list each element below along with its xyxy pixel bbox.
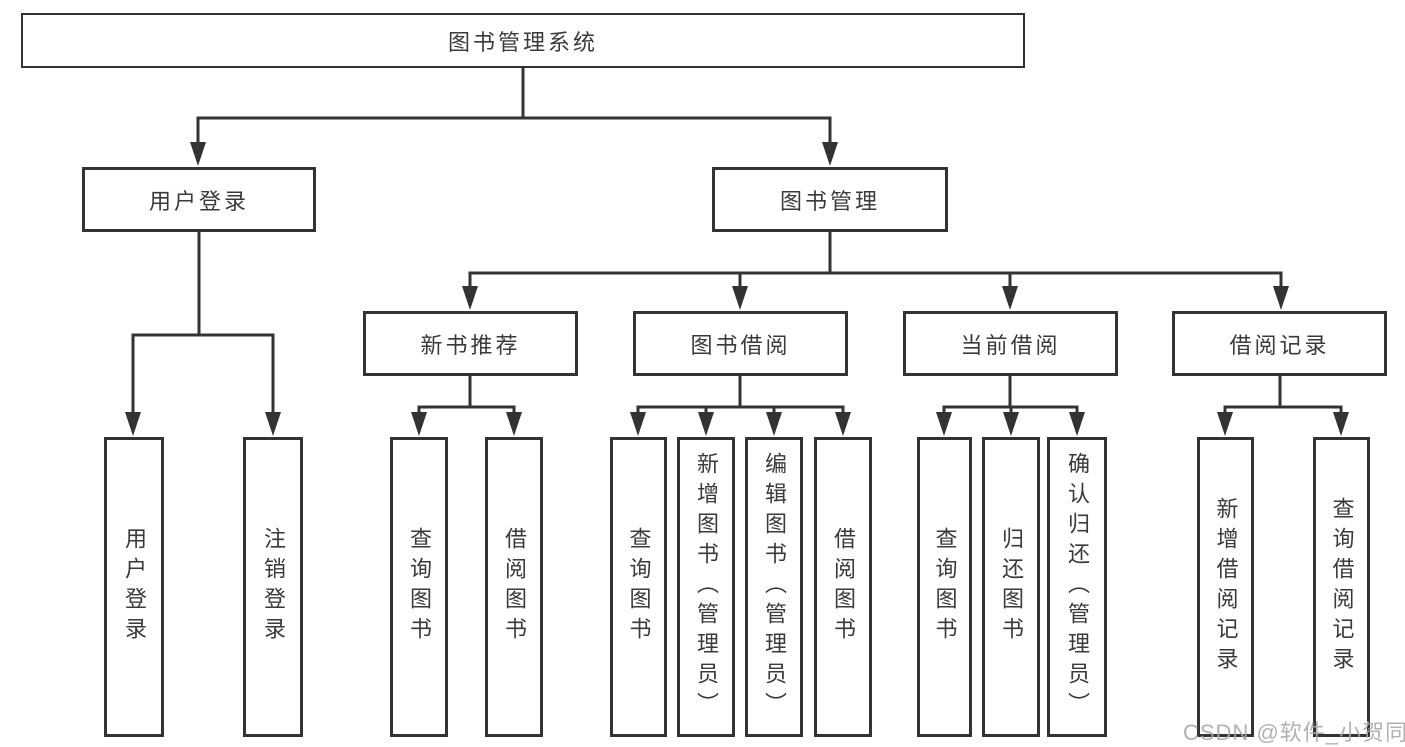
leaf-borrow-books-recommend: 借阅图书 <box>485 437 543 737</box>
leaf-label: 查询图书 <box>626 527 652 647</box>
leaf-label: 编辑图书（管理员） <box>762 452 787 722</box>
leaf-borrow-books: 借阅图书 <box>814 437 872 737</box>
node-book-management: 图书管理 <box>712 167 948 232</box>
node-label: 图书管理系统 <box>447 29 598 55</box>
leaf-logout: 注销登录 <box>243 437 303 737</box>
leaf-user-login: 用户登录 <box>104 437 164 737</box>
node-new-book-recommend: 新书推荐 <box>363 311 578 376</box>
leaf-query-books-current: 查询图书 <box>917 437 972 737</box>
leaf-label: 查询图书 <box>407 527 432 647</box>
leaf-return-books: 归还图书 <box>982 437 1040 737</box>
node-root-system: 图书管理系统 <box>21 13 1025 68</box>
leaf-query-books-recommend: 查询图书 <box>390 437 448 737</box>
leaf-label: 用户登录 <box>122 527 147 647</box>
node-borrow-records: 借阅记录 <box>1172 311 1387 376</box>
leaf-edit-books-admin: 编辑图书（管理员） <box>745 437 803 737</box>
leaf-add-borrow-record: 新增借阅记录 <box>1197 437 1254 737</box>
leaf-label: 借阅图书 <box>502 527 527 647</box>
node-label: 当前借阅 <box>960 332 1061 358</box>
node-label: 图书借阅 <box>690 332 791 358</box>
leaf-query-books-borrow: 查询图书 <box>610 437 667 737</box>
leaf-label: 注销登录 <box>261 527 286 647</box>
node-book-borrow: 图书借阅 <box>633 311 848 376</box>
leaf-label: 确认归还（管理员） <box>1065 452 1090 722</box>
node-current-borrow: 当前借阅 <box>903 311 1118 376</box>
node-label: 图书管理 <box>779 188 880 214</box>
tree-branches <box>131 68 1343 414</box>
node-label: 新书推荐 <box>420 332 521 358</box>
node-label: 借阅记录 <box>1229 332 1330 358</box>
leaf-label: 新增借阅记录 <box>1213 497 1239 677</box>
node-user-login: 用户登录 <box>82 167 316 232</box>
leaf-label: 借阅图书 <box>831 527 856 647</box>
csdn-watermark: CSDN @软件_小贺同学 <box>1183 720 1405 745</box>
leaf-confirm-return-admin: 确认归还（管理员） <box>1047 437 1107 737</box>
leaf-add-books-admin: 新增图书（管理员） <box>677 437 735 737</box>
arrowhead-icons <box>125 142 1349 436</box>
leaf-query-borrow-record: 查询借阅记录 <box>1313 437 1370 737</box>
leaf-label: 查询图书 <box>932 527 958 647</box>
leaf-label: 归还图书 <box>999 527 1024 647</box>
leaf-label: 新增图书（管理员） <box>694 452 719 722</box>
node-label: 用户登录 <box>148 188 249 214</box>
leaf-label: 查询借阅记录 <box>1329 497 1355 677</box>
